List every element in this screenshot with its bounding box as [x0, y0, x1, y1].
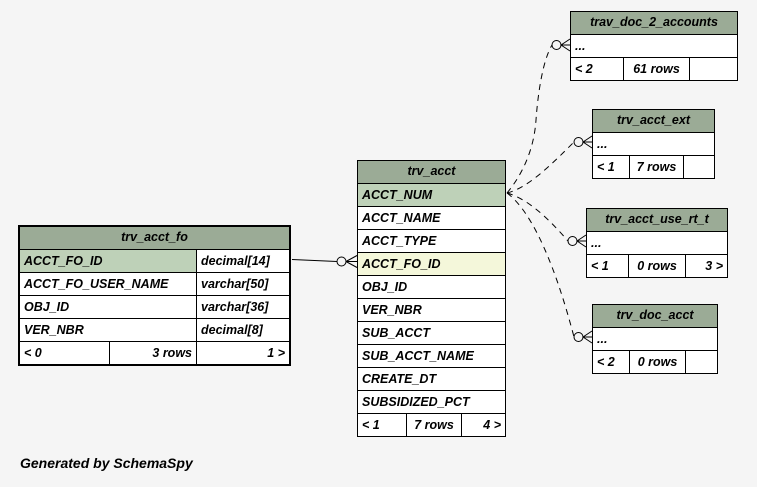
table-header[interactable]: trv_acct_use_rt_t	[587, 209, 727, 232]
column-name: ...	[575, 39, 586, 53]
footer-child-count	[683, 156, 714, 178]
column-row-ACCT_FO_ID[interactable]: ACCT_FO_ID	[358, 253, 505, 276]
column-name: ...	[597, 332, 608, 346]
column-name: ACCT_FO_USER_NAME	[24, 277, 169, 291]
footer-child-count	[685, 351, 717, 373]
footer-parent-count: < 1	[362, 418, 380, 432]
relationship-trv_acct-trv_acct_ext	[506, 135, 593, 194]
footer-row-count: 61 rows	[623, 58, 689, 80]
column-name: ACCT_FO_ID	[20, 250, 196, 272]
footer-child-count: 3 >	[685, 255, 727, 277]
table-footer: < 0 3 rows 1 >	[20, 342, 289, 364]
column-name: SUB_ACCT_NAME	[362, 349, 474, 363]
column-row-SUBSIDIZED_PCT[interactable]: SUBSIDIZED_PCT	[358, 391, 505, 414]
footer-child-count	[689, 58, 737, 80]
column-row-ACCT_NUM[interactable]: ACCT_NUM	[358, 184, 505, 207]
footer-parent-count: < 1	[597, 160, 615, 174]
table-footer: < 2 0 rows	[593, 351, 717, 373]
footer-parent-count: < 0	[24, 346, 42, 360]
column-name: SUB_ACCT	[362, 326, 431, 340]
column-row-VER_NBR[interactable]: VER_NBR decimal[8]	[20, 319, 289, 342]
column-type: decimal[8]	[196, 319, 289, 341]
table-trav_doc_2_accounts[interactable]: trav_doc_2_accounts ... < 2 61 rows	[570, 11, 738, 81]
column-type: varchar[50]	[196, 273, 289, 295]
table-trv_acct_ext[interactable]: trv_acct_ext ... < 1 7 rows	[592, 109, 715, 179]
column-row-OBJ_ID[interactable]: OBJ_ID varchar[36]	[20, 296, 289, 319]
column-row-SUB_ACCT_NAME[interactable]: SUB_ACCT_NAME	[358, 345, 505, 368]
relationship-trv_acct-trav_doc_2_accounts	[506, 38, 571, 194]
column-name: SUBSIDIZED_PCT	[362, 395, 470, 409]
table-columns: ...	[593, 328, 717, 351]
table-columns: ...	[587, 232, 727, 255]
footer-row-count: 0 rows	[628, 255, 685, 277]
table-trv_acct_use_rt_t[interactable]: trv_acct_use_rt_t ... < 1 0 rows 3 >	[586, 208, 728, 278]
footer-child-count: 4 >	[461, 414, 505, 436]
column-row-VER_NBR[interactable]: VER_NBR	[358, 299, 505, 322]
relationship-trv_acct-trv_acct_use_rt_t	[506, 192, 587, 248]
footer-child-count: 1 >	[196, 342, 289, 364]
footer-parent-count: < 1	[591, 259, 609, 273]
column-row-SUB_ACCT[interactable]: SUB_ACCT	[358, 322, 505, 345]
table-footer: < 1 0 rows 3 >	[587, 255, 727, 277]
column-row-[interactable]: ...	[587, 232, 727, 255]
footer-row-count: 7 rows	[629, 156, 683, 178]
relationship-trv_acct_fo-trv_acct	[291, 255, 358, 268]
column-name: ...	[597, 137, 608, 151]
column-name: ACCT_NUM	[358, 184, 505, 206]
column-name: OBJ_ID	[362, 280, 408, 294]
table-trv_doc_acct[interactable]: trv_doc_acct ... < 2 0 rows	[592, 304, 718, 374]
column-row-ACCT_FO_USER_NAME[interactable]: ACCT_FO_USER_NAME varchar[50]	[20, 273, 289, 296]
table-header[interactable]: trv_doc_acct	[593, 305, 717, 328]
table-header[interactable]: trv_acct_fo	[20, 227, 289, 250]
table-columns: ACCT_NUM ACCT_NAME ACCT_TYPE ACCT_FO_ID OBJ_…	[358, 184, 505, 414]
column-row-[interactable]: ...	[593, 328, 717, 351]
column-name: VER_NBR	[362, 303, 422, 317]
table-footer: < 1 7 rows 4 >	[358, 414, 505, 436]
footer-row-count: 0 rows	[629, 351, 685, 373]
column-type: varchar[36]	[196, 296, 289, 318]
table-header[interactable]: trv_acct	[358, 161, 505, 184]
column-name: ACCT_TYPE	[362, 234, 437, 248]
footer-row-count: 3 rows	[109, 342, 196, 364]
column-name: OBJ_ID	[24, 300, 70, 314]
column-row-ACCT_NAME[interactable]: ACCT_NAME	[358, 207, 505, 230]
column-name: ACCT_FO_ID	[358, 253, 505, 275]
column-row-[interactable]: ...	[571, 35, 737, 58]
table-columns: ...	[593, 133, 714, 156]
column-row-ACCT_TYPE[interactable]: ACCT_TYPE	[358, 230, 505, 253]
table-columns: ...	[571, 35, 737, 58]
footer-parent-count: < 2	[575, 62, 593, 76]
column-name: ...	[591, 236, 602, 250]
relationship-trv_acct-trv_doc_acct	[506, 192, 593, 344]
column-row-OBJ_ID[interactable]: OBJ_ID	[358, 276, 505, 299]
table-footer: < 2 61 rows	[571, 58, 737, 80]
column-row-CREATE_DT[interactable]: CREATE_DT	[358, 368, 505, 391]
table-footer: < 1 7 rows	[593, 156, 714, 178]
column-name: CREATE_DT	[362, 372, 437, 386]
generated-by-caption: Generated by SchemaSpy	[20, 455, 193, 471]
table-header[interactable]: trav_doc_2_accounts	[571, 12, 737, 35]
footer-parent-count: < 2	[597, 355, 615, 369]
column-name: VER_NBR	[24, 323, 84, 337]
column-row-[interactable]: ...	[593, 133, 714, 156]
table-header[interactable]: trv_acct_ext	[593, 110, 714, 133]
footer-row-count: 7 rows	[406, 414, 461, 436]
column-type: decimal[14]	[196, 250, 289, 272]
column-name: ACCT_NAME	[362, 211, 441, 225]
